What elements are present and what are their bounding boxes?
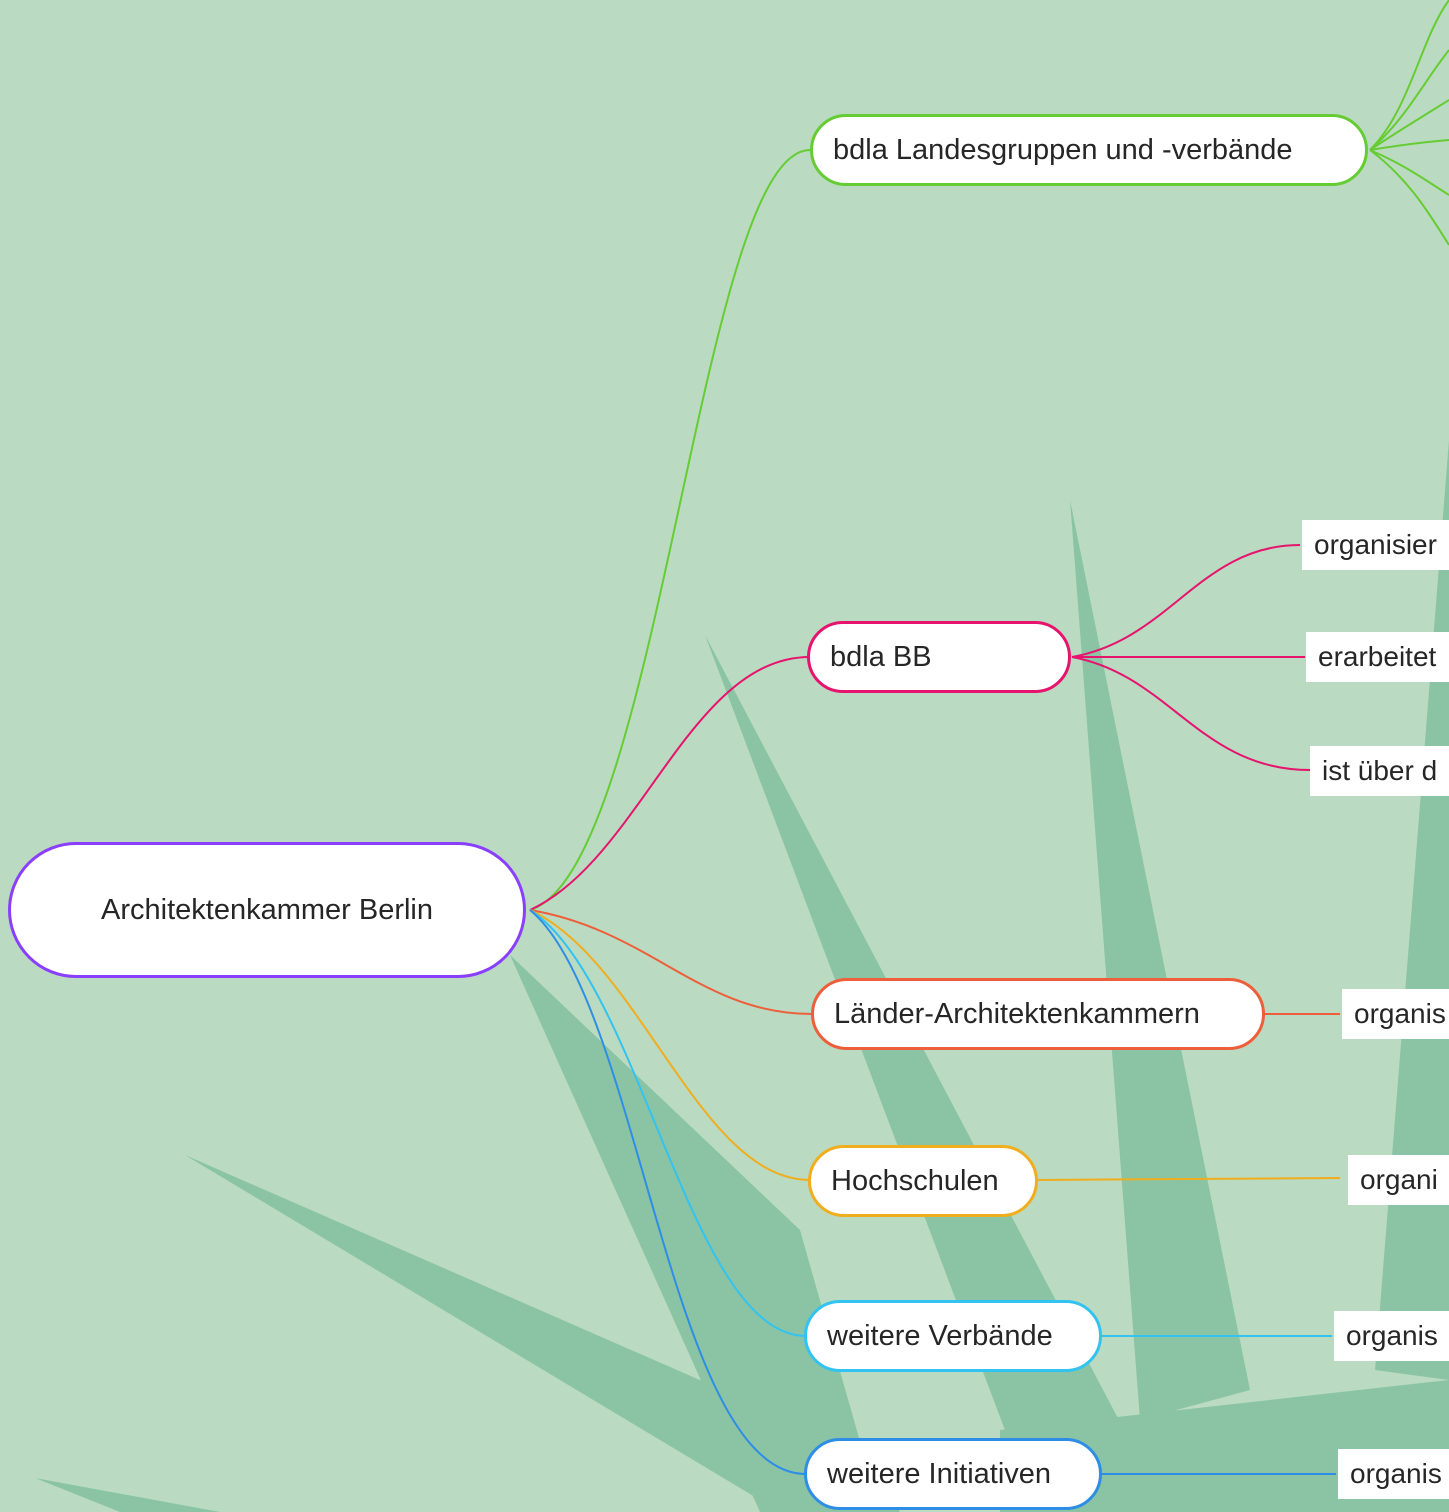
- branch-node-bdla-bb[interactable]: bdla BB: [807, 621, 1071, 693]
- background-leaves-decoration: [35, 440, 1449, 1512]
- root-node[interactable]: Architektenkammer Berlin: [8, 842, 526, 978]
- leaf-label: organis: [1354, 998, 1446, 1029]
- branch-label: weitere Initiativen: [827, 1457, 1052, 1490]
- leaf-node-bdla-bb-2[interactable]: erarbeitet: [1306, 632, 1449, 682]
- leaf-label: organi: [1360, 1164, 1438, 1195]
- leaf-node-bdla-bb-3[interactable]: ist über d: [1310, 746, 1449, 796]
- leaf-node-verbaende[interactable]: organis: [1334, 1311, 1449, 1361]
- branch-node-hochschulen[interactable]: Hochschulen: [808, 1145, 1038, 1217]
- branch-label: bdla BB: [830, 640, 932, 673]
- bdla-bb-connectors: [1071, 544, 1311, 771]
- branch-node-weitere-initiativen[interactable]: weitere Initiativen: [804, 1438, 1102, 1510]
- branch-node-bdla-landesgruppen[interactable]: bdla Landesgruppen und -verbände: [810, 114, 1368, 186]
- branch-node-laender-architektenkammern[interactable]: Länder-Architektenkammern: [811, 978, 1265, 1050]
- leaf-label: organis: [1350, 1458, 1442, 1489]
- leaf-label: ist über d: [1322, 755, 1438, 786]
- leaf-node-bdla-bb-1[interactable]: organisier: [1302, 520, 1449, 570]
- branch-label: Länder-Architektenkammern: [834, 997, 1200, 1030]
- branch-label: bdla Landesgruppen und -verbände: [833, 133, 1293, 166]
- leaf-label: erarbeitet: [1318, 641, 1437, 672]
- branch-node-weitere-verbaende[interactable]: weitere Verbände: [804, 1300, 1102, 1372]
- branch-label: weitere Verbände: [827, 1319, 1053, 1352]
- leaf-label: organisier: [1314, 529, 1437, 560]
- leaf-node-laender[interactable]: organis: [1342, 989, 1449, 1039]
- branch-label: Hochschulen: [831, 1164, 999, 1197]
- leaf-label: organis: [1346, 1320, 1438, 1351]
- leaf-node-initiativen[interactable]: organis: [1338, 1449, 1449, 1499]
- green-fanout: [1369, 0, 1449, 246]
- leaf-node-hochschulen[interactable]: organi: [1348, 1155, 1449, 1205]
- root-connectors: [529, 149, 813, 1475]
- root-node-label: Architektenkammer Berlin: [101, 893, 433, 926]
- hochschulen-connector: [1035, 1177, 1341, 1181]
